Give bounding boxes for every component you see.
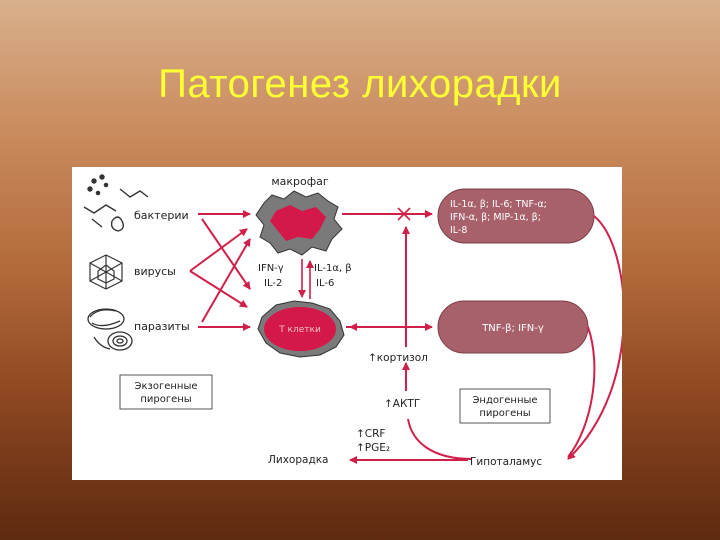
pyrogen-to-hypothalamus-arrows bbox=[349, 215, 622, 464]
pathogenesis-diagram: бактерии вирусы паразиты Экзогенные пиро… bbox=[72, 167, 622, 480]
endogenous-line-2: пирогены bbox=[479, 408, 530, 419]
cortisol-label: ↑кортизол bbox=[368, 352, 428, 364]
endogenous-line-1: Эндогенные bbox=[472, 395, 537, 406]
macrophage-products-line-2: IFN-α, β; MIP-1α, β; bbox=[450, 212, 541, 223]
tcell-products: TNF-β; IFN-γ bbox=[481, 323, 544, 334]
bacteria-icon bbox=[83, 174, 149, 232]
acth-label: ↑АКТГ bbox=[384, 398, 420, 410]
cell-exchange-arrows bbox=[298, 259, 314, 299]
cytokine-il1: IL-1α, β bbox=[314, 263, 352, 274]
parasites-label: паразиты bbox=[134, 320, 190, 333]
cortisol-feedback-arrows bbox=[349, 226, 410, 391]
crf-label: ↑CRF bbox=[356, 428, 385, 440]
macrophage-products-line-1: IL-1α, β; IL-6; TNF-α; bbox=[450, 199, 547, 210]
slide-title: Патогенез лихорадки bbox=[158, 62, 562, 106]
blocked-cross-icon bbox=[397, 207, 411, 221]
viruses-label: вирусы bbox=[134, 265, 176, 278]
parasite-icon bbox=[87, 308, 133, 351]
hypothalamus-label: Гипоталамус bbox=[470, 456, 542, 468]
macrophage-cell bbox=[255, 190, 343, 256]
cytokine-il2: IL-2 bbox=[264, 278, 282, 289]
t-cell-label: T клетки bbox=[278, 325, 321, 335]
bacteria-label: бактерии bbox=[134, 209, 189, 222]
virus-icon bbox=[89, 254, 123, 290]
cytokine-ifn-gamma: IFN-γ bbox=[258, 263, 284, 274]
cytokine-il6: IL-6 bbox=[316, 278, 334, 289]
diagram-canvas: бактерии вирусы паразиты Экзогенные пиро… bbox=[83, 174, 622, 468]
macrophage-products-line-3: IL-8 bbox=[450, 225, 467, 236]
exogenous-pyrogens-box bbox=[119, 374, 213, 410]
exogenous-line-2: пирогены bbox=[140, 394, 191, 405]
macrophage-label: макрофаг bbox=[271, 175, 329, 188]
pge2-label: ↑PGE₂ bbox=[356, 442, 390, 454]
exogenous-line-1: Экзогенные bbox=[135, 381, 198, 392]
fever-label: Лихорадка bbox=[268, 454, 329, 466]
secretion-arrows bbox=[342, 210, 433, 331]
endogenous-pyrogens-box bbox=[459, 388, 551, 424]
t-cell bbox=[257, 300, 345, 358]
pathogen-arrows bbox=[189, 210, 251, 331]
